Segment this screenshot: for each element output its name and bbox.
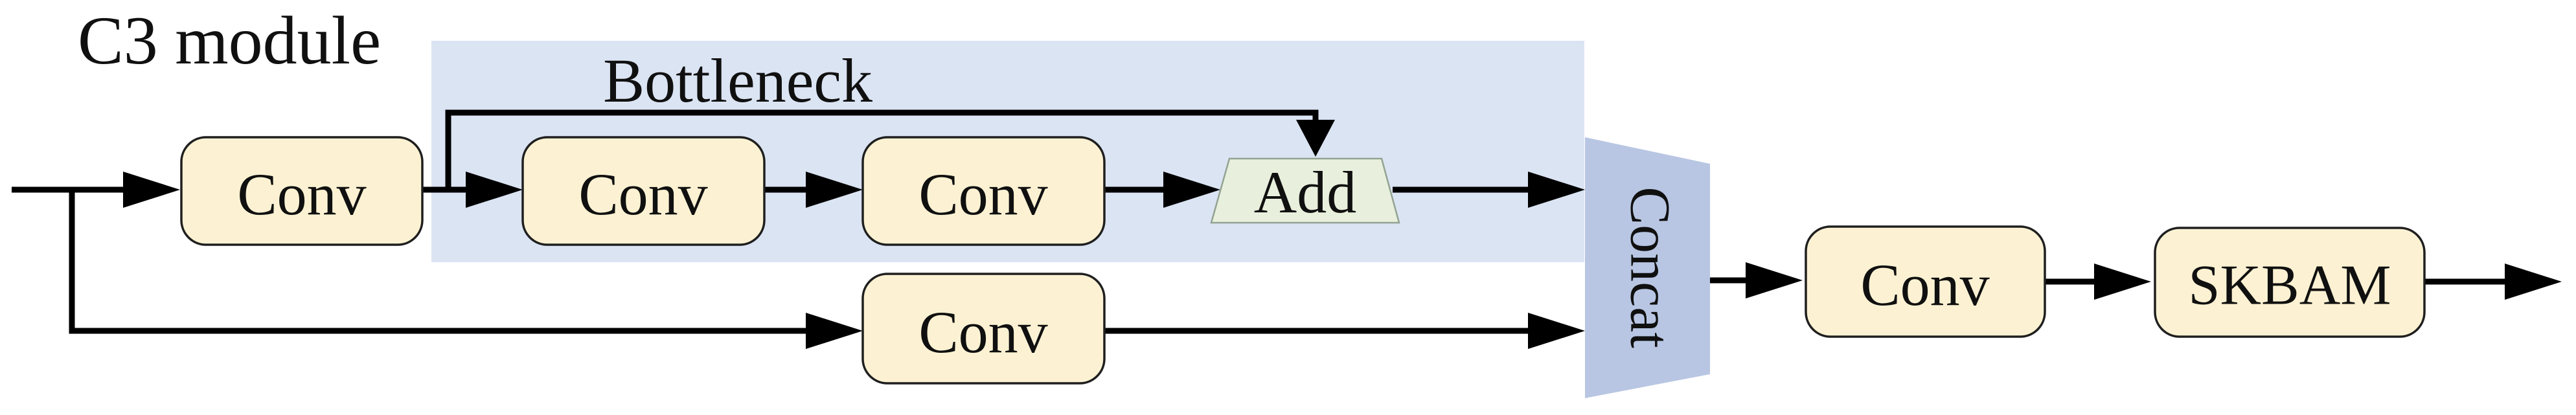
- conv1-box: [180, 136, 424, 246]
- skbam-box: [2154, 227, 2426, 338]
- add-label: Add: [1254, 159, 1356, 225]
- node-conv3: Conv: [861, 136, 1106, 246]
- conv3-label: Conv: [918, 161, 1047, 227]
- lower-branch-arrow-head: [806, 313, 863, 349]
- concat-label: Concat: [1619, 186, 1681, 348]
- node-conv2: Conv: [521, 136, 766, 246]
- node-skbam: SKBAM: [2154, 227, 2426, 338]
- conv4-label: Conv: [1860, 252, 1989, 318]
- skip-arrow-head: [1296, 120, 1335, 157]
- add-shape: [1210, 157, 1400, 224]
- skip-connection-line: [445, 109, 1319, 192]
- lowerconv-concat-arrow-head: [1528, 313, 1585, 349]
- conv4-skbam-arrow-head: [2094, 264, 2151, 300]
- output-arrow-head: [2505, 264, 2562, 300]
- concat-shape: [1585, 137, 1710, 398]
- conv-lower-label: Conv: [918, 299, 1047, 365]
- input-arrow-head: [123, 172, 180, 208]
- conv2-conv3-arrow-head: [806, 172, 863, 208]
- skbam-label: SKBAM: [2189, 254, 2391, 317]
- add-concat-arrow-head: [1528, 172, 1585, 208]
- diagram-title: C3 module: [78, 3, 381, 78]
- conv4-box: [1805, 225, 2046, 338]
- conv1-label: Conv: [237, 161, 366, 227]
- conv3-box: [861, 136, 1106, 246]
- bottleneck-region-label: Bottleneck: [603, 46, 872, 115]
- conv2-label: Conv: [578, 161, 707, 227]
- conv-lower-box: [861, 273, 1106, 385]
- node-conv-lower: Conv: [861, 273, 1106, 385]
- node-conv1: Conv: [180, 136, 424, 246]
- lower-branch-line: [69, 190, 810, 334]
- conv2-box: [521, 136, 766, 246]
- node-concat: Concat: [1585, 137, 1710, 398]
- node-add: Add: [1210, 157, 1400, 225]
- node-conv4: Conv: [1805, 225, 2046, 338]
- conv1-conv2-arrow-head: [466, 172, 523, 208]
- concat-conv4-arrow-head: [1746, 262, 1803, 298]
- conv3-add-arrow-head: [1163, 172, 1220, 208]
